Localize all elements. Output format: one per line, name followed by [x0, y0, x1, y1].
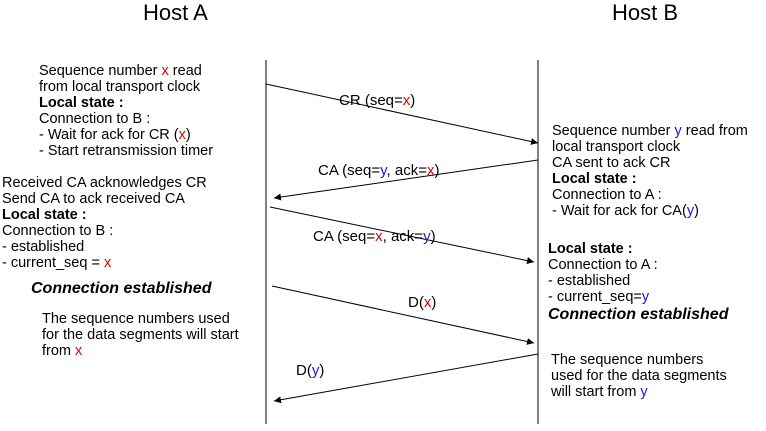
- a-block2-conn: Connection to B :: [2, 223, 114, 239]
- a-connection-established: Connection established: [31, 280, 212, 297]
- b-data-line3: will start from y: [551, 384, 648, 400]
- a-block2-current-seq: - current_seq = x: [2, 255, 112, 271]
- d2-label: D(y): [296, 362, 325, 379]
- d1-arrow: [271, 285, 535, 345]
- ca1-label: CA (seq=y, ack=x): [318, 162, 440, 179]
- a-block1-timer: - Start retransmission timer: [39, 143, 214, 159]
- b-block2-current-seq: - current_seq=y: [548, 289, 650, 305]
- b-data-line2: used for the data segments: [551, 368, 727, 384]
- b-block1-line2: local transport clock: [552, 139, 681, 155]
- b-block1-line1: Sequence number y read from: [552, 123, 748, 139]
- host-b-title: Host B: [612, 0, 679, 25]
- host-a-title: Host A: [143, 0, 208, 25]
- b-connection-established: Connection established: [548, 306, 729, 323]
- b-block2-established: - established: [548, 273, 631, 289]
- b-block1-wait: - Wait for ack for CA(y): [552, 203, 699, 219]
- a-block1-line1: Sequence number x read: [39, 63, 202, 79]
- cr-arrow: [265, 83, 539, 145]
- a-block2-established: - established: [2, 239, 85, 255]
- ca1-arrow: [273, 159, 539, 201]
- b-block2-conn: Connection to A :: [548, 257, 658, 273]
- b-block1-local-state: Local state :: [552, 171, 637, 187]
- cr-label: CR (seq=x): [339, 92, 416, 109]
- ca2-label: CA (seq=x, ack=y): [313, 228, 436, 245]
- a-block2-local-state: Local state :: [2, 207, 87, 223]
- a-block1-wait: - Wait for ack for CR (x): [39, 127, 191, 143]
- ca2-arrow: [269, 206, 535, 264]
- b-block1-conn: Connection to A :: [552, 187, 662, 203]
- b-block1-line3: CA sent to ack CR: [552, 155, 671, 171]
- a-block1-line2: from local transport clock: [39, 79, 201, 95]
- a-block1-local-state: Local state :: [39, 95, 124, 111]
- d2-arrow: [273, 353, 539, 404]
- b-data-line1: The sequence numbers: [551, 352, 704, 368]
- a-block2-line1: Received CA acknowledges CR: [2, 175, 207, 191]
- a-block1-conn: Connection to B :: [39, 111, 151, 127]
- d1-label: D(x): [408, 294, 437, 311]
- b-block2-local-state: Local state :: [548, 241, 633, 257]
- a-block2-line2: Send CA to ack received CA: [2, 191, 185, 207]
- a-data-line2: for the data segments will start: [42, 327, 239, 343]
- a-data-line1: The sequence numbers used: [42, 311, 230, 327]
- a-data-line3: from x: [42, 343, 83, 359]
